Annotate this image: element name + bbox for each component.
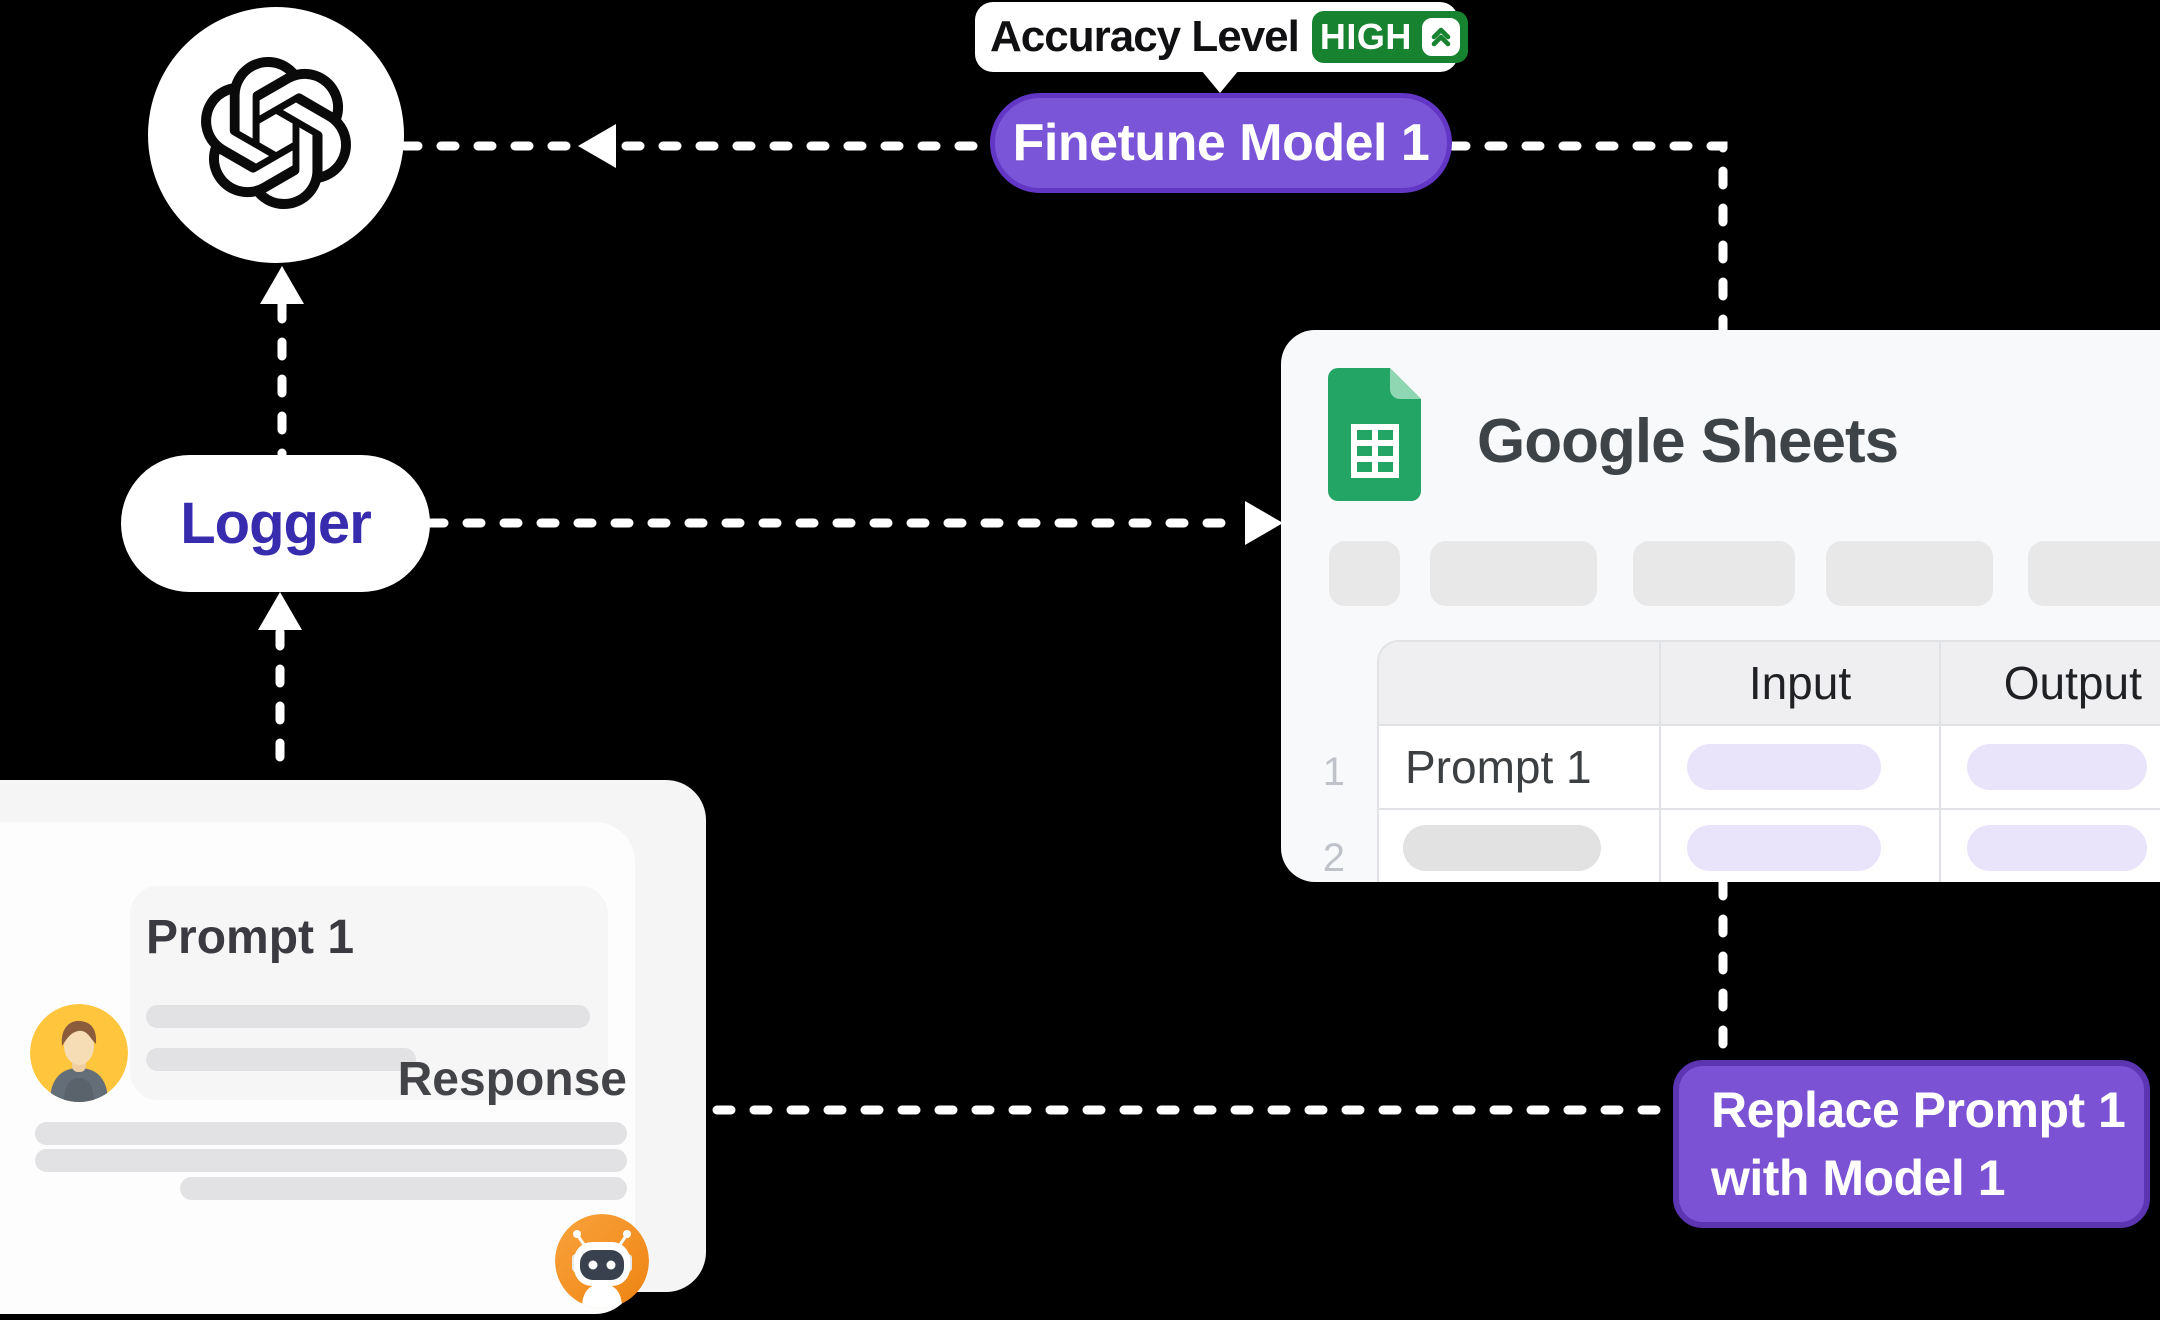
openai-logo-icon [200,56,352,214]
toolbar-chip [1329,541,1400,606]
output-value-placeholder [1966,744,2147,790]
google-sheets-card[interactable]: Google Sheets 1 2 Input Output Prompt 1 [1281,330,2160,882]
chat-response-title: Response [397,1053,627,1106]
input-value-placeholder [1687,825,1881,871]
sheets-card-title: Google Sheets [1477,407,1899,476]
arrowhead-up [258,592,302,630]
finetune-model-button[interactable]: Finetune Model 1 [990,93,1452,193]
tooltip-pointer [1201,70,1239,93]
arrowhead-left [578,124,616,168]
text-placeholder-line [35,1149,627,1172]
row-number: 2 [1322,836,1345,880]
toolbar-chip [1430,541,1597,606]
arrow-sheets-to-finetune [1447,141,1728,335]
text-placeholder-line [180,1177,627,1200]
prompt-placeholder [1403,825,1601,871]
text-placeholder-line [146,1005,590,1028]
robot-avatar [555,1214,649,1308]
arrowhead-up [260,266,304,304]
accuracy-badge: HIGH [1311,11,1468,63]
accuracy-label: Accuracy Level [990,12,1300,61]
chat-prompt-title: Prompt 1 [146,911,355,964]
replace-prompt-button[interactable]: Replace Prompt 1 with Model 1 [1673,1060,2150,1228]
toolbar-chip [2028,541,2160,606]
replace-label-line1: Replace Prompt 1 [1711,1082,2126,1138]
input-value-placeholder [1687,744,1881,790]
table-row [1379,810,2160,882]
header-cell-output: Output [1940,642,2160,726]
accuracy-tooltip: Accuracy Level HIGH [975,2,1468,72]
row-number: 1 [1322,750,1345,794]
chat-card[interactable]: Prompt 1 Response [0,822,649,1314]
text-placeholder-line [35,1122,627,1145]
arrowhead-right [1245,501,1283,545]
header-cell-blank [1379,642,1662,726]
google-sheets-icon [1328,368,1421,506]
logger-label: Logger [180,491,372,556]
header-cell-input: Input [1661,642,1941,726]
replace-label-line2: with Model 1 [1711,1150,2006,1206]
toolbar-chip [1633,541,1795,606]
prompt-cell: Prompt 1 [1405,741,1592,793]
toolbar-chip [1826,541,1993,606]
logger-node[interactable]: Logger [121,455,430,592]
table-header-row: Input Output [1379,642,2160,726]
output-value-placeholder [1966,825,2147,871]
sheets-table[interactable]: Input Output Prompt 1 [1377,640,2160,882]
openai-node[interactable] [148,7,404,263]
accuracy-badge-value: HIGH [1319,16,1412,57]
user-avatar [30,1004,128,1102]
text-placeholder-line [146,1048,416,1071]
double-chevron-up-icon [1421,18,1460,56]
table-row: Prompt 1 [1379,726,2160,810]
finetune-model-label: Finetune Model 1 [1012,114,1430,172]
